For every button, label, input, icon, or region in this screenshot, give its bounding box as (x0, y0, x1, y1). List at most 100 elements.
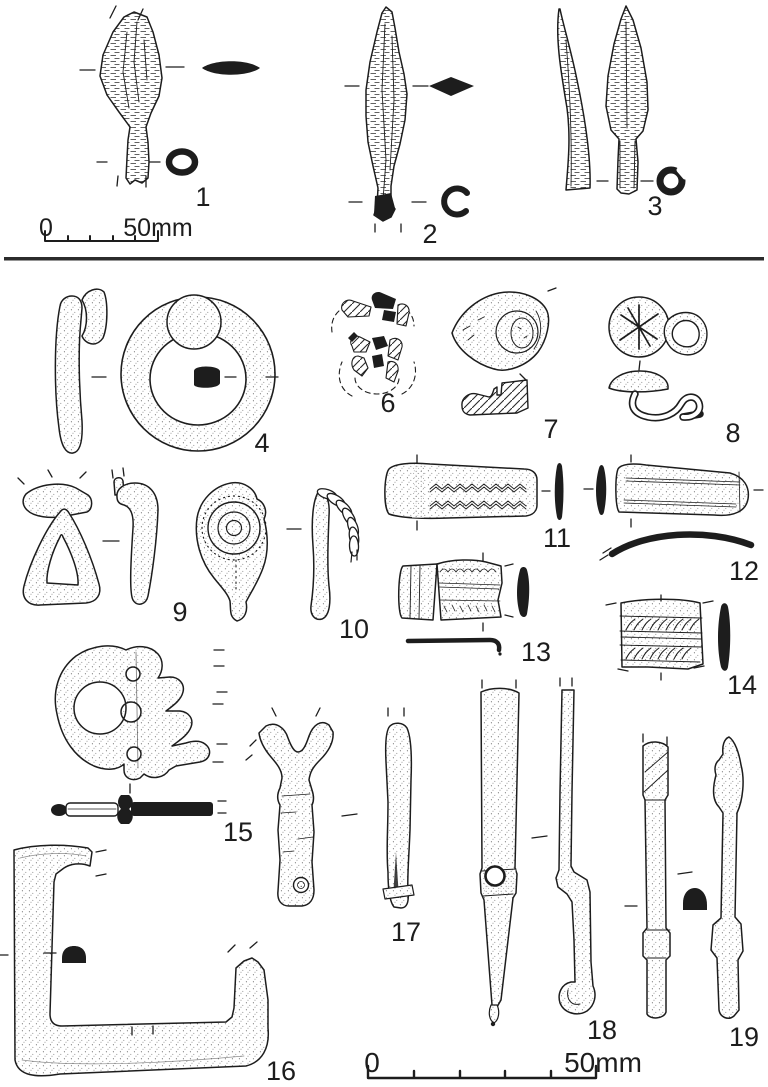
artifact-10-boss-outer (207, 501, 261, 555)
artifact-15-profile-bar-outline (65, 802, 119, 817)
artifact-3-profile-drawing (556, 8, 591, 191)
artifact-6-dashed-outline (331, 303, 417, 397)
artifact-1-blade-ridges (122, 21, 148, 109)
artifact-4-profile-stem (54, 295, 83, 454)
artifact-13-right-block (436, 559, 503, 621)
artifact-13-decor (438, 568, 501, 613)
artifact-13-section (517, 567, 530, 617)
artifact-11-zigzag-bands (429, 483, 527, 510)
artifact-4-ring-drawing (120, 296, 276, 452)
artifact-11 (384, 454, 564, 531)
artifact-18 (479, 677, 596, 1027)
artifact-16 (0, 844, 270, 1077)
artifact-3-face-midrib (619, 21, 636, 189)
artifact-13-profile-line (405, 637, 502, 653)
artifact-18-label: 18 (587, 1015, 617, 1045)
artifact-1 (79, 5, 260, 188)
artifact-14-band-lines (619, 615, 703, 663)
artifact-19-profile-drawing (710, 736, 744, 1019)
artifact-14-section (718, 603, 731, 671)
artifact-8 (608, 296, 708, 422)
artifact-12-curved-profile (608, 531, 755, 558)
artifact-17-face-drawing (258, 721, 334, 907)
artifact-6-fragments-dark (348, 291, 396, 368)
scale-bar-bottom (366, 1064, 598, 1080)
artifact-12-strip-drawing (615, 463, 750, 517)
artifact-4 (54, 288, 279, 454)
artifact-15-profile-bar-solid (131, 802, 213, 816)
artifact-9 (17, 467, 159, 606)
artifact-17-measure-ticks (245, 707, 405, 817)
artifact-11-strip-drawing (384, 462, 538, 520)
artifact-12-section (596, 465, 607, 515)
artifact-8-star-motif (619, 304, 659, 350)
artifact-14-block-drawing (620, 598, 704, 670)
artifact-3-label: 3 (647, 191, 662, 221)
artifact-11-left-band (412, 465, 424, 518)
artifact-16-section (62, 946, 86, 963)
artifact-2-tip (374, 193, 395, 221)
artifact-13-left-lines (409, 565, 421, 620)
artifact-10-label: 10 (339, 614, 369, 644)
artifact-15 (51, 645, 228, 824)
artifact-14-cable-top (625, 618, 700, 631)
artifact-17-striations (280, 793, 314, 853)
scale-bar-bottom-zero-label: 0 (364, 1047, 380, 1078)
artifact-18-knob-tip (490, 1021, 496, 1027)
artifact-16-label: 16 (266, 1056, 296, 1086)
artifact-2-measure-ticks (344, 85, 429, 233)
artifact-12-measure-ticks (583, 454, 764, 528)
artifact-17-profile-drawing (384, 722, 413, 909)
artifact-7-face-drawing (451, 291, 550, 371)
artifact-18-face-drawing (479, 687, 520, 1008)
artifact-1-socket-section (165, 148, 199, 176)
artifact-8-profile-cap (608, 370, 669, 393)
artifact-9-profile-drawing (116, 482, 159, 605)
artifact-13-left-block (398, 563, 438, 621)
artifact-14-cable-bottom (625, 647, 692, 660)
scale-bar-top-line (44, 230, 159, 242)
artifact-16-frame-drawing (13, 844, 270, 1077)
artifact-4-section (194, 366, 220, 388)
artifact-16-measure-ticks (0, 849, 258, 1036)
artifact-17 (245, 707, 415, 909)
artifact-17-profile-foot (382, 884, 415, 900)
artifact-8-tick (638, 360, 641, 371)
artifact-19-measure-ticks (624, 733, 693, 907)
artifact-7-section-drawing (461, 379, 529, 416)
artifact-7 (451, 287, 557, 416)
artifact-15-profile-dashes (217, 800, 227, 814)
artifact-19-face-drawing (642, 741, 671, 1019)
artifact-1-measure-ticks (79, 5, 185, 188)
artifact-12-decor-lines (623, 471, 741, 513)
artifact-10-boss-inner (225, 519, 243, 537)
artifact-14-measure-ticks (605, 594, 714, 681)
artifact-13-profile-dot (498, 652, 502, 656)
artifact-7-label: 7 (543, 414, 558, 444)
artifact-18-knob (488, 1004, 500, 1024)
artifact-3-socket-section (656, 166, 686, 196)
artifact-15-label: 15 (223, 817, 253, 847)
artifact-11-section (554, 463, 564, 520)
artifact-7-measure-ticks (519, 287, 557, 381)
artifact-19 (624, 733, 744, 1019)
artifact-8-profile-hook-inner (630, 391, 702, 420)
artifact-4-label: 4 (254, 428, 269, 458)
artifact-7-boss-face (510, 317, 534, 349)
artifact-10-boss-mid (217, 511, 251, 545)
artifact-2-blade-ridges (381, 23, 395, 201)
artifact-19-facet-lines (643, 751, 671, 959)
artifact-18-curl-line (567, 989, 581, 1005)
artifact-7-boss-ring (495, 310, 539, 354)
artifact-12 (583, 454, 764, 561)
artifact-11-measure-ticks (416, 454, 551, 531)
artifact-19-section (683, 888, 707, 910)
artifact-2 (344, 6, 474, 233)
artifact-3-profile-line (565, 39, 572, 187)
artifact-13 (398, 552, 530, 656)
scale-bar-top (44, 230, 159, 242)
artifact-13-label: 13 (521, 637, 551, 667)
artifact-15-openwork-drawing (54, 645, 211, 781)
artifact-3 (556, 5, 688, 196)
